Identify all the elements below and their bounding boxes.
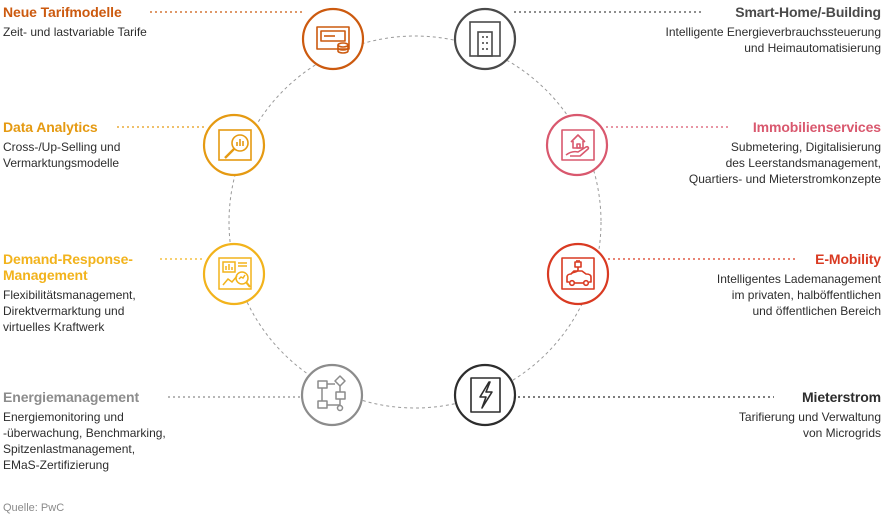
desc-demand: Flexibilitätsmanagement, Direktvermarktu… [3,288,136,334]
label-immo: Immobilienservices Submetering, Digitali… [689,119,881,187]
dashed-ring [228,35,602,409]
electric-car-icon [561,257,595,290]
label-data: Data Analytics Cross-/Up-Selling und Ver… [3,119,120,171]
title-energie: Energiemanagement [3,389,140,405]
money-stack-icon [316,26,350,54]
desc-smarthome: Intelligente Energieverbrauchssteuerung … [665,25,881,55]
desc-data: Cross-/Up-Selling und Vermarktungsmodell… [3,140,121,170]
desc-energie: Energiemonitoring und -überwachung, Benc… [3,410,166,472]
chart-magnifier-icon [218,129,252,161]
desc-immo: Submetering, Digitalisierung des Leersta… [688,140,881,186]
desc-tarif: Zeit- und lastvariable Tarife [3,25,147,39]
node-tarif [301,7,365,71]
label-emob: E-Mobility Intelligentes Lademanagement … [717,251,881,319]
dashboard-magnifier-icon [218,257,252,290]
title-demand: Demand-Response- Management [3,251,133,283]
flowchart-icon [317,375,346,412]
title-tarif: Neue Tarifmodelle [3,4,122,20]
title-immo: Immobilienservices [752,119,881,135]
label-demand: Demand-Response- Management Flexibilität… [3,251,136,335]
house-hand-icon [561,129,595,161]
node-demand [202,242,266,306]
node-mieter [453,363,517,427]
lightning-icon [470,377,501,413]
label-tarif: Neue Tarifmodelle Zeit- und lastvariable… [3,4,147,40]
title-emob: E-Mobility [815,251,881,267]
title-mieter: Mieterstrom [801,389,881,405]
connector-lines [117,11,798,398]
title-smarthome: Smart-Home/-Building [735,4,881,20]
title-data: Data Analytics [3,119,98,135]
desc-mieter: Tarifierung und Verwaltung von Microgrid… [738,410,881,440]
node-immo [545,113,609,177]
source-note: Quelle: PwC [3,502,65,514]
node-smarthome [453,7,517,71]
node-data [202,113,266,177]
label-mieter: Mieterstrom Tarifierung und Verwaltung v… [739,389,881,441]
building-icon [469,21,501,57]
desc-emob: Intelligentes Lademanagement im privaten… [716,272,881,318]
node-emob [546,242,610,306]
node-energie [300,363,364,427]
label-energie: Energiemanagement Energiemonitoring und … [3,389,166,473]
label-smarthome: Smart-Home/-Building Intelligente Energi… [665,4,882,56]
